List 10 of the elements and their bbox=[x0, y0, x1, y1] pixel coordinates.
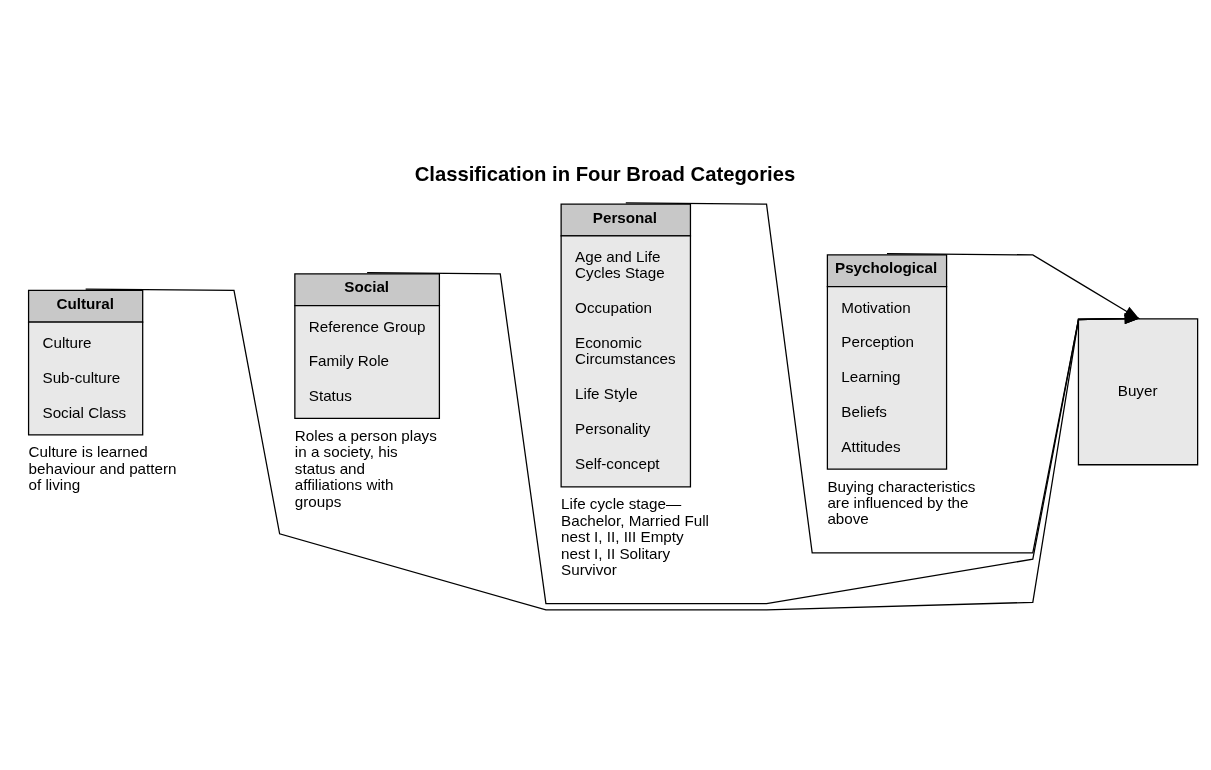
node-label: Life cycle stage— Bachelor, Married Full nest I, II, III Empty nest I, II Solitary Survivor bbox=[561, 494, 709, 578]
node-box: Buyer bbox=[1077, 317, 1199, 465]
node-label: Culture is learned behaviour and pattern of living bbox=[28, 442, 177, 493]
arrow bbox=[625, 201, 1140, 553]
arrow bbox=[366, 271, 1140, 604]
diagram-title: Classification in Four Broad Categories bbox=[414, 162, 796, 185]
arrow bbox=[85, 288, 1140, 611]
arrow bbox=[886, 252, 1140, 319]
node-label: Buying characteristics are influenced by the above bbox=[827, 477, 976, 527]
node-label: Roles a person plays in a society, his status and affiliations with groups bbox=[294, 426, 437, 510]
